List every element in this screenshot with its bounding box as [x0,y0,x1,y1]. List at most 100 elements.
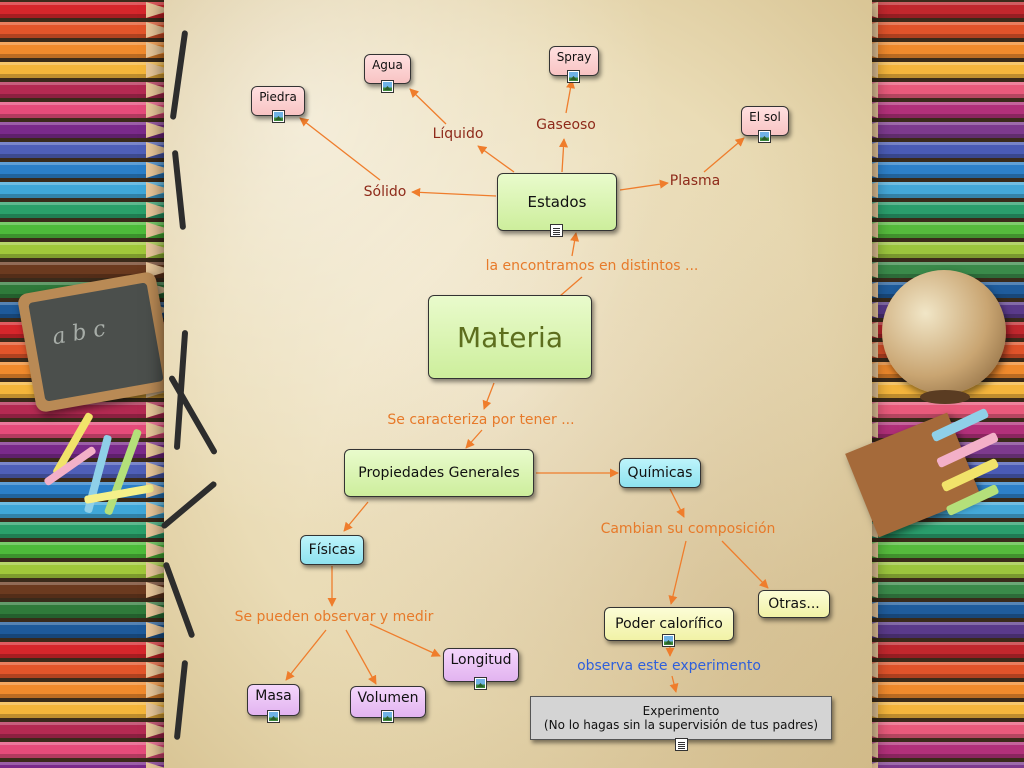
link-line [343,501,369,532]
pencil [0,602,170,618]
pencil [864,542,1024,558]
pencil [864,62,1024,78]
pencil [864,662,1024,678]
document-icon[interactable] [675,738,688,751]
pencil [864,202,1024,218]
pencil [0,142,170,158]
link-line [411,187,497,197]
pencil [0,522,170,538]
document-icon[interactable] [550,224,563,237]
concept-agua-label: Agua [372,58,403,72]
image-icon[interactable] [381,710,394,723]
concept-fisicas[interactable]: Físicas [300,535,364,565]
pencil [0,562,170,578]
link-line [703,137,745,173]
concept-propiedades-label: Propiedades Generales [358,465,520,481]
concept-agua[interactable]: Agua [364,54,411,84]
concept-experimento-line2: (No lo hagas sin la supervisión de tus p… [543,718,819,732]
pencil [0,62,170,78]
concept-otras[interactable]: Otras... [758,590,830,618]
pencil [864,102,1024,118]
concept-estados[interactable]: Estados [497,173,617,231]
concept-quimicas-label: Químicas [627,465,693,481]
link-label-encontramos: la encontramos en distintos ... [485,258,699,274]
pencil [0,122,170,138]
pencils-left-decoration [0,0,170,768]
concept-el-sol-label: El sol [749,110,781,124]
pencil [864,682,1024,698]
image-icon[interactable] [662,634,675,647]
concept-propiedades-generales[interactable]: Propiedades Generales [344,449,534,497]
pencil [864,582,1024,598]
globe-stand [920,390,970,404]
pencil [864,622,1024,638]
pencil [864,182,1024,198]
pencil [864,162,1024,178]
link-line [721,540,769,589]
concept-experimento[interactable]: Experimento (No lo hagas sin la supervis… [530,696,832,740]
pencil [0,742,170,758]
link-line [619,179,669,191]
pencil [864,722,1024,738]
link-line [558,138,569,173]
pencil [864,762,1024,768]
concept-estados-label: Estados [527,193,587,211]
link-line [409,88,447,125]
pencil [864,242,1024,258]
image-icon[interactable] [272,110,285,123]
link-label-cambian: Cambian su composición [600,521,776,537]
link-label-gaseoso: Gaseoso [536,117,596,133]
concept-longitud-label: Longitud [450,652,512,668]
concept-experimento-line1: Experimento [642,704,720,718]
pencil [0,162,170,178]
pencil [864,2,1024,18]
pencil [0,202,170,218]
concept-quimicas[interactable]: Químicas [619,458,701,488]
pencil [0,542,170,558]
concept-otras-label: Otras... [768,596,820,612]
pencil [0,642,170,658]
image-icon[interactable] [381,80,394,93]
pencil [0,242,170,258]
link-line [559,276,583,297]
link-line [669,488,685,518]
pencil [0,82,170,98]
link-line [465,429,483,449]
concept-volumen-label: Volumen [357,690,419,706]
concept-masa-label: Masa [255,688,292,704]
pencil [0,42,170,58]
pencil [0,102,170,118]
pencil [0,762,170,768]
pencil [864,122,1024,138]
pencil [0,262,170,278]
concept-materia-label: Materia [457,320,563,354]
link-line [669,675,679,693]
pencil [0,722,170,738]
pencil [864,642,1024,658]
link-line [570,232,580,257]
concept-poder-label: Poder calorífico [615,616,723,632]
pencil [864,702,1024,718]
pencil [864,562,1024,578]
concept-spray-label: Spray [556,50,592,64]
pencil [0,182,170,198]
pencil [864,602,1024,618]
image-icon[interactable] [567,70,580,83]
pencil [0,622,170,638]
image-icon[interactable] [758,130,771,143]
image-icon[interactable] [267,710,280,723]
link-label-plasma: Plasma [669,173,721,189]
link-line [299,117,381,181]
link-label-liquido: Líquido [432,126,484,142]
pencil [0,662,170,678]
pencil [864,22,1024,38]
pencil [864,742,1024,758]
image-icon[interactable] [474,677,487,690]
concept-materia[interactable]: Materia [428,295,592,379]
link-label-observar: Se pueden observar y medir [234,609,434,625]
link-line [668,540,687,605]
pencil [864,82,1024,98]
link-label-solido: Sólido [363,184,407,200]
link-line [477,145,515,173]
